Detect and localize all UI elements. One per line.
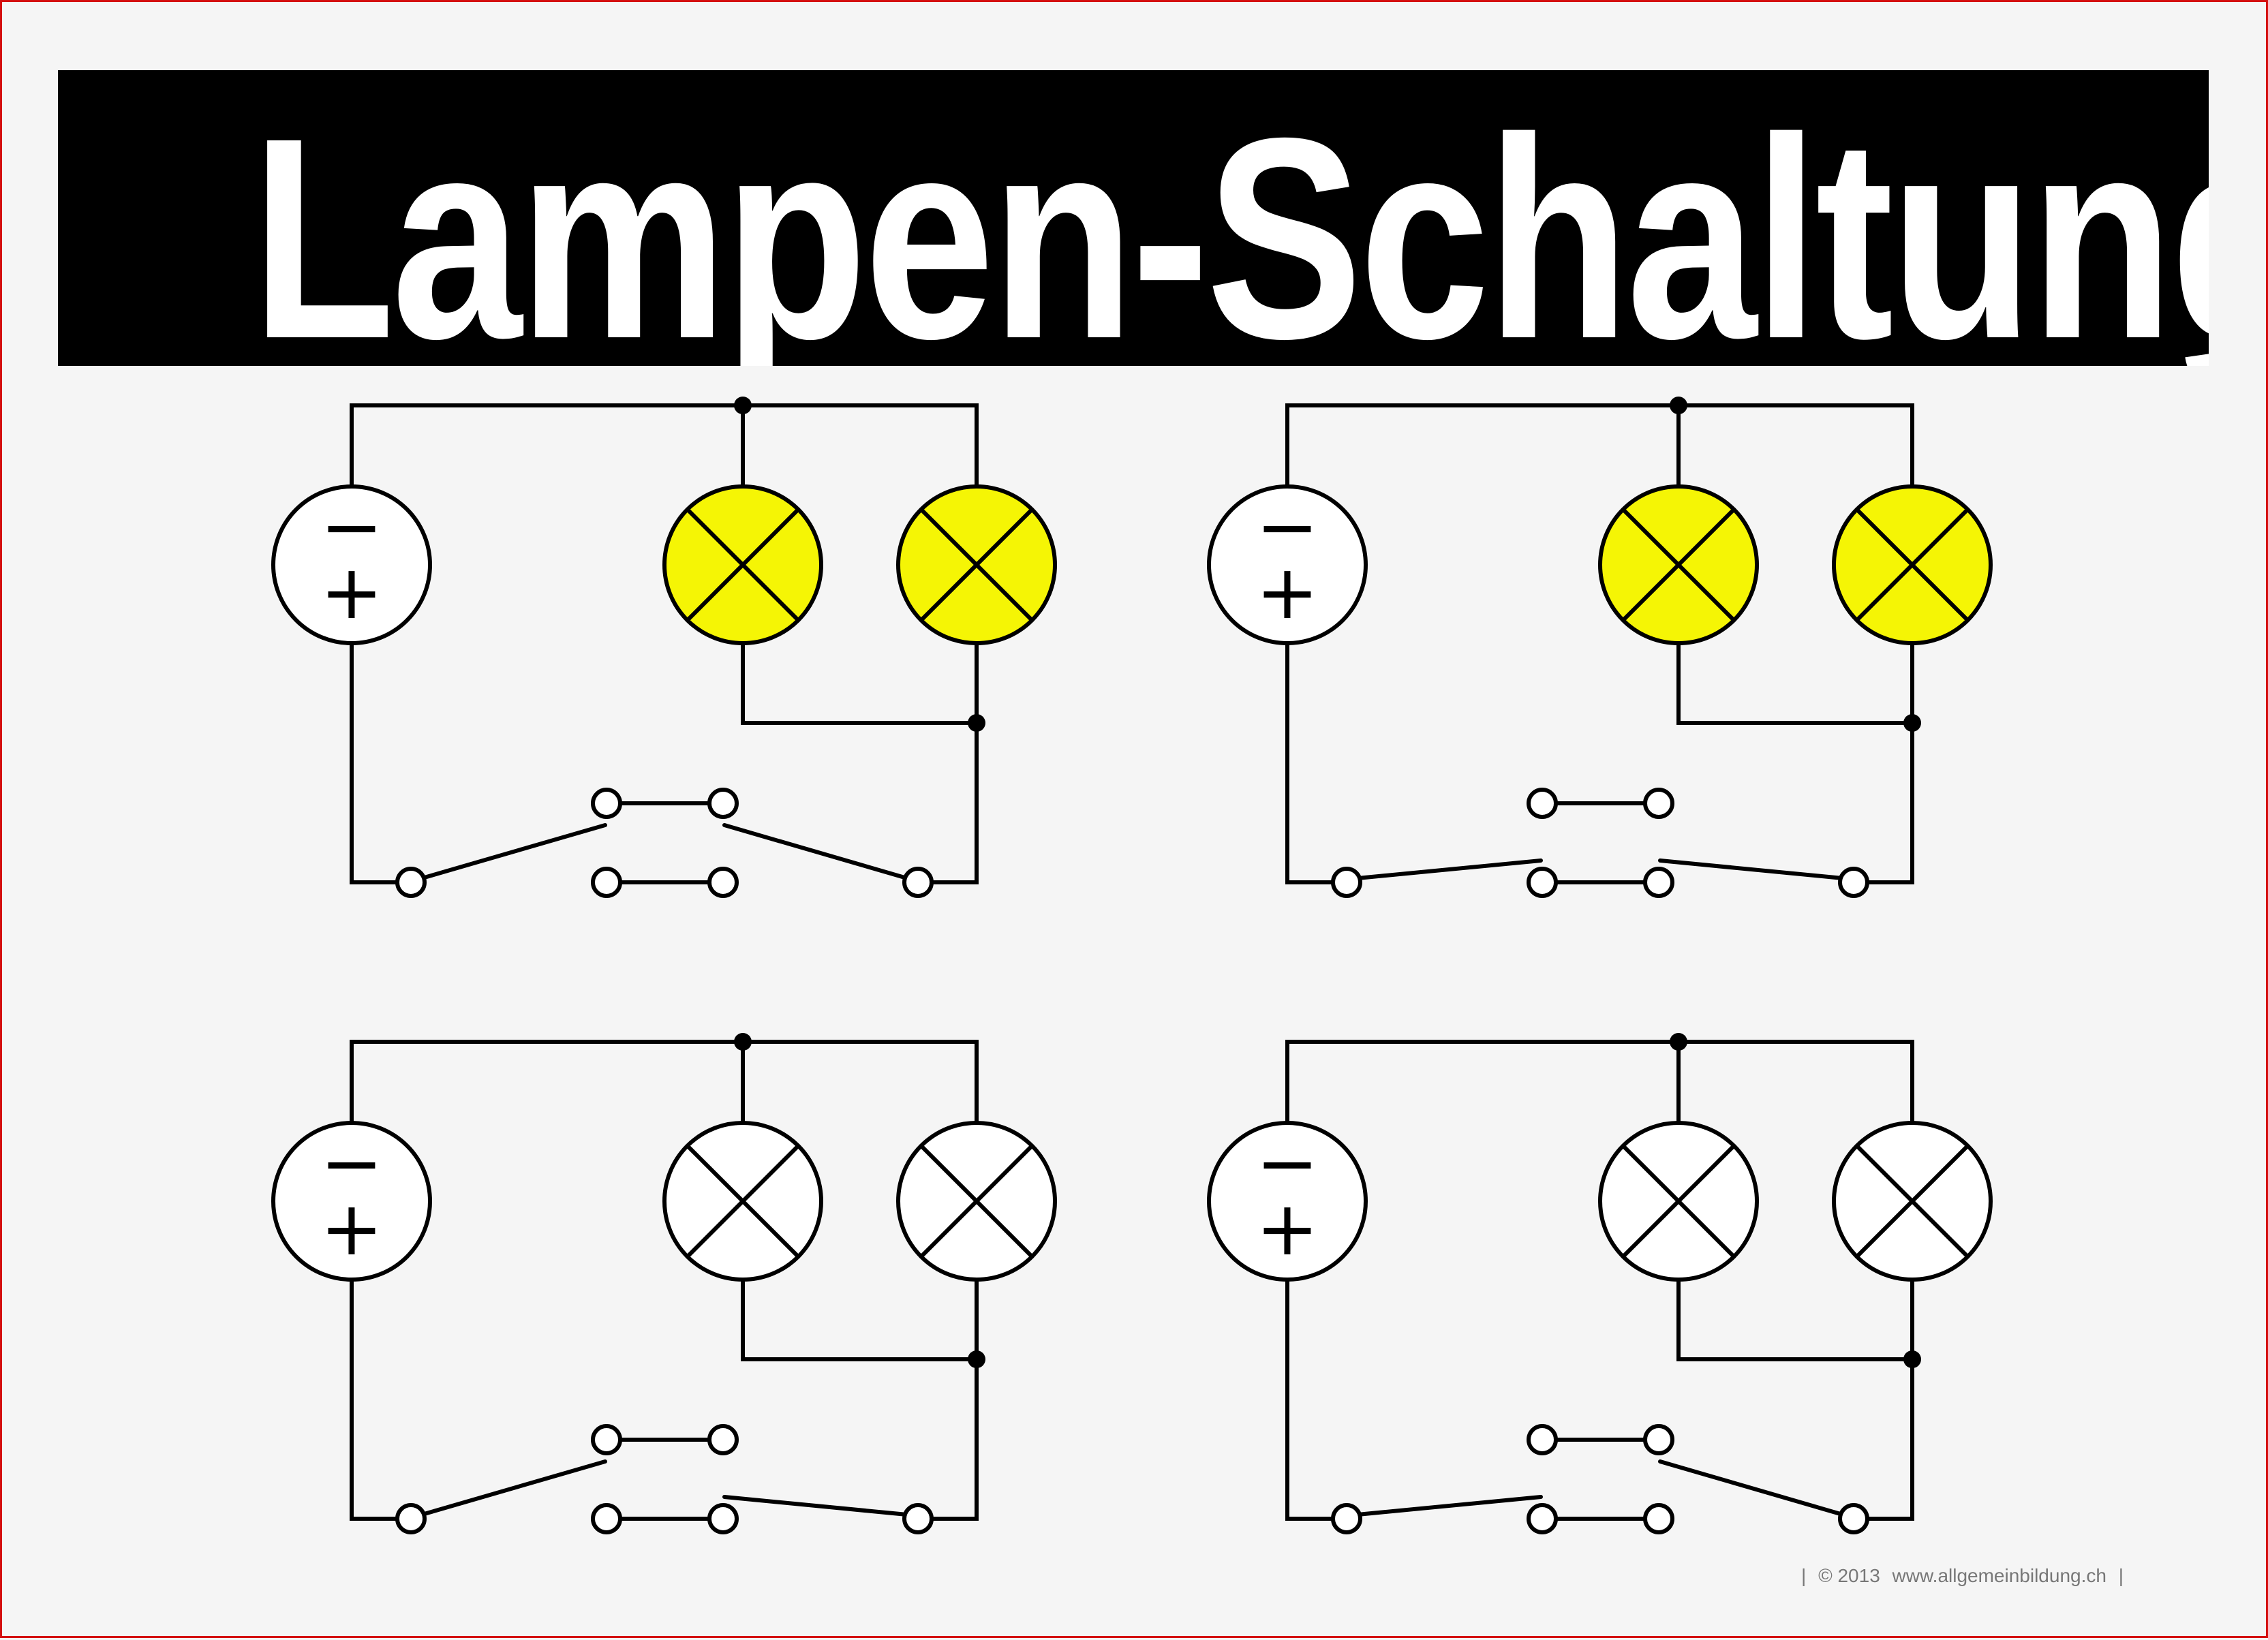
right-switch-lever	[1658, 1459, 1845, 1517]
battery-plus-label: +	[1256, 1185, 1319, 1272]
lamp1-return-wire	[1676, 1280, 1912, 1361]
footer-copyright: © 2013	[1818, 1565, 1880, 1586]
junction-dot	[1670, 397, 1687, 414]
battery-icon	[271, 484, 432, 645]
circuit-top-right: −+	[1207, 397, 1993, 898]
left-wire	[350, 1280, 397, 1521]
battery-minus-label: −	[1256, 1119, 1319, 1207]
switch-terminal	[591, 1424, 622, 1455]
lamp-icon	[1832, 1121, 1993, 1282]
switch-terminal	[1643, 1503, 1674, 1534]
junction-dot	[968, 1350, 985, 1368]
junction-dot	[734, 397, 752, 414]
switch-terminal	[1331, 867, 1362, 898]
junction-dot	[1670, 1033, 1687, 1051]
junction-dot	[734, 1033, 752, 1051]
left-wire	[350, 643, 397, 884]
right-wire	[932, 643, 979, 884]
lamp-cross	[685, 507, 801, 623]
switch-terminal	[707, 1424, 739, 1455]
battery-icon	[1207, 484, 1368, 645]
circuit-top-left: −+	[271, 397, 1057, 898]
page-title: Lampen-Schaltung	[251, 79, 2209, 366]
junction-dot	[1903, 1350, 1921, 1368]
battery-plus-label: +	[320, 1185, 383, 1272]
left-switch-lever	[420, 1459, 607, 1517]
footer: | © 2013 www.allgemeinbildung.ch |	[1801, 1565, 2130, 1587]
junction-dot	[968, 714, 985, 732]
right-switch-lever	[722, 1495, 909, 1517]
switch-terminal	[591, 1503, 622, 1534]
lamp1-return-wire	[1676, 643, 1912, 725]
switch-terminal	[1527, 867, 1558, 898]
top-wire	[350, 403, 979, 486]
lamp-cross	[685, 1143, 801, 1259]
battery-minus-label: −	[1256, 483, 1319, 570]
switch-terminal	[707, 1503, 739, 1534]
lamp-cross	[1854, 1143, 1970, 1259]
switch-terminal	[707, 867, 739, 898]
footer-url: www.allgemeinbildung.ch	[1892, 1565, 2106, 1586]
left-wire	[1285, 643, 1333, 884]
lamp1-return-wire	[741, 1280, 977, 1361]
right-wire	[1867, 1280, 1914, 1521]
switch-terminal	[902, 867, 934, 898]
lamp-cross	[1621, 1143, 1736, 1259]
title-banner: Lampen-Schaltung	[58, 70, 2209, 366]
left-switch-lever	[420, 823, 607, 880]
battery-plus-label: +	[320, 548, 383, 636]
lamp-icon	[1598, 1121, 1759, 1282]
circuit-bottom-right: −+	[1207, 1033, 1993, 1534]
lamp1-return-wire	[741, 643, 977, 725]
switch-terminal	[1838, 1503, 1869, 1534]
switch-terminal	[902, 1503, 934, 1534]
footer-separator-left: |	[1801, 1565, 1807, 1586]
left-wire	[1285, 1280, 1333, 1521]
switch-terminal	[395, 1503, 427, 1534]
switch-terminal	[1527, 1503, 1558, 1534]
switch-terminal	[1838, 867, 1869, 898]
right-switch-lever	[1658, 858, 1845, 880]
right-wire	[1867, 643, 1914, 884]
lamp-icon	[896, 484, 1057, 645]
footer-separator-right: |	[2118, 1565, 2124, 1586]
switch-terminal	[591, 788, 622, 819]
right-wire	[932, 1280, 979, 1521]
switch-terminal	[1643, 867, 1674, 898]
lamp-cross	[919, 1143, 1035, 1259]
battery-icon	[1207, 1121, 1368, 1282]
left-switch-lever	[1355, 1495, 1543, 1517]
switch-terminal	[1643, 788, 1674, 819]
lamp-cross	[1621, 507, 1736, 623]
lamp-icon	[662, 484, 823, 645]
lamp-icon	[1832, 484, 1993, 645]
left-switch-lever	[1355, 858, 1543, 880]
lamp-icon	[1598, 484, 1759, 645]
switch-terminal	[1527, 788, 1558, 819]
top-wire	[350, 1040, 979, 1123]
battery-minus-label: −	[320, 1119, 383, 1207]
battery-minus-label: −	[320, 483, 383, 570]
right-switch-lever	[722, 823, 909, 880]
lamp-icon	[662, 1121, 823, 1282]
switch-terminal	[707, 788, 739, 819]
lamp-cross	[1854, 507, 1970, 623]
top-wire	[1285, 1040, 1914, 1123]
switch-terminal	[395, 867, 427, 898]
lamp-cross	[919, 507, 1035, 623]
battery-icon	[271, 1121, 432, 1282]
switch-terminal	[1643, 1424, 1674, 1455]
battery-plus-label: +	[1256, 548, 1319, 636]
circuit-bottom-left: −+	[271, 1033, 1057, 1534]
switch-terminal	[1331, 1503, 1362, 1534]
switch-terminal	[1527, 1424, 1558, 1455]
top-wire	[1285, 403, 1914, 486]
lamp-icon	[896, 1121, 1057, 1282]
switch-terminal	[591, 867, 622, 898]
junction-dot	[1903, 714, 1921, 732]
